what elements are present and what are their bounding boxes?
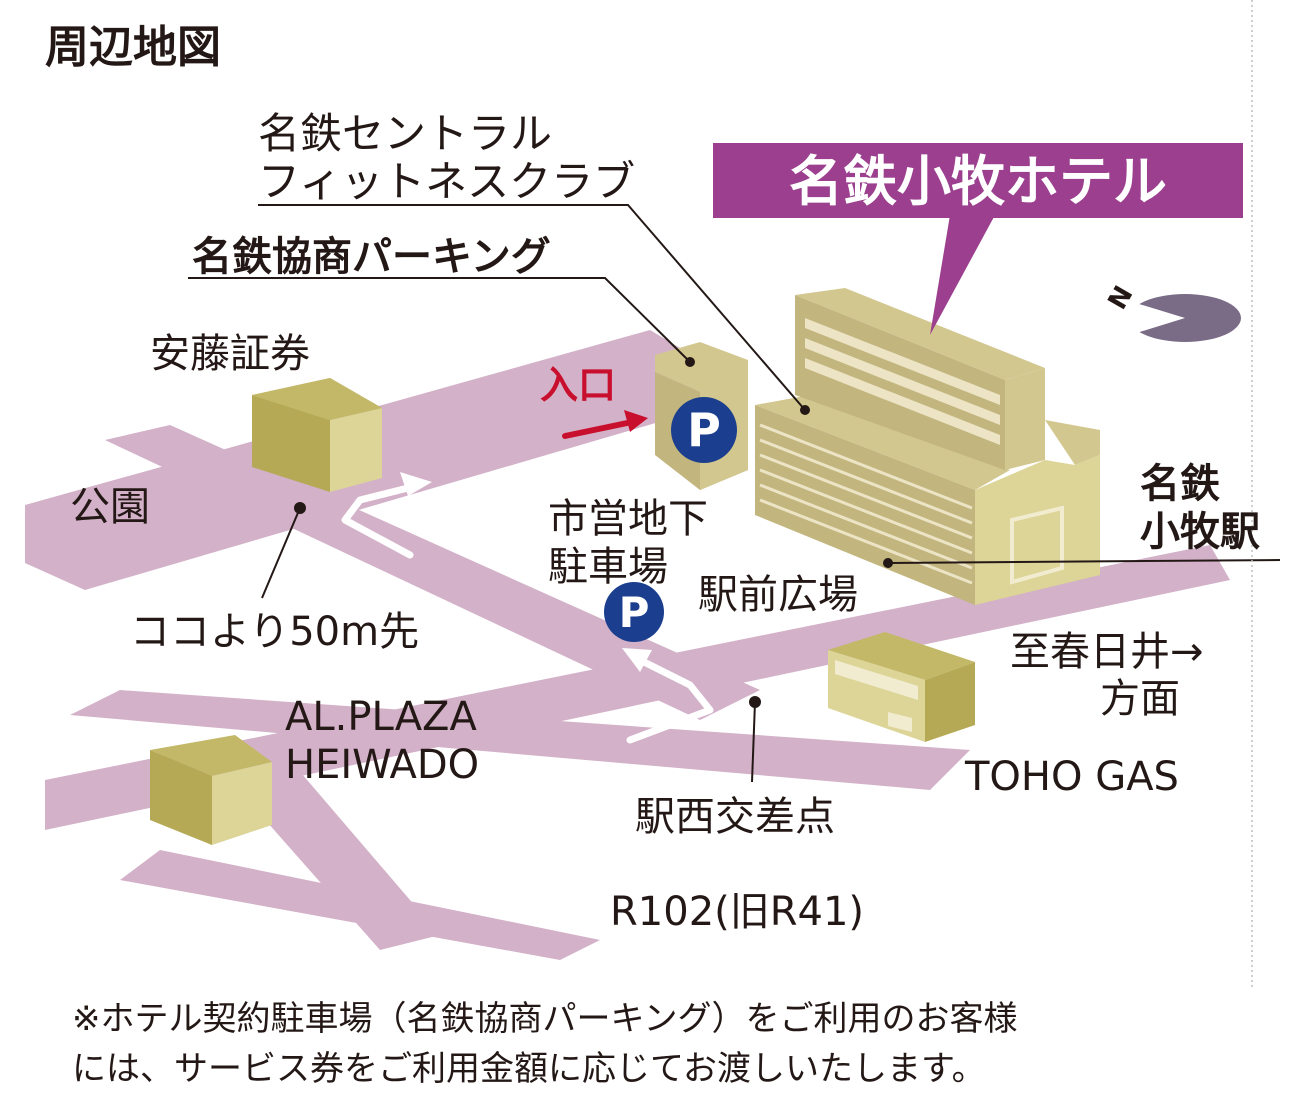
hotel-callout: 名鉄小牧ホテル [713,143,1243,335]
fitness-label-line1: 名鉄セントラル [258,109,552,158]
building-ando-securities [252,378,382,492]
fitness-block [755,405,975,605]
parking-icon-underground: P [604,582,664,642]
leader-dots [294,357,893,708]
kyosho-parking-label: 名鉄協商パーキング [192,234,551,280]
lane-arrowhead-lower [486,772,516,796]
toho-gas-label: TOHO GAS [964,754,1179,800]
station-plaza-label: 駅前広場 [698,572,858,618]
fitness-label-line2: フィットネスクラブ [258,157,635,206]
lane-arrow-lower [376,781,504,819]
lane-arrowheads [400,472,652,796]
entrance-label: 入口 [540,363,616,407]
route-label: R102(旧R41) [610,889,864,935]
entrance-arrow-icon [562,410,648,439]
footnote-line2: には、サービス券をご利用金額に応じてお渡しいたします。 [72,1049,986,1089]
building-toho-gas [828,632,975,742]
park-label: 公園 [70,484,150,530]
underground-parking-line1: 市営地下 [548,496,708,542]
road-main-diagonal [45,545,1230,830]
parking-symbol: P [687,403,721,457]
roads [25,330,1230,960]
leader-lines [188,204,1281,783]
building-alplaza [150,735,272,845]
kasugai-label-line1: 至春日井→ [1010,629,1204,675]
lane-arrow-middle [626,656,714,744]
station-wing [975,455,1100,605]
lane-arrowhead-middle [622,648,652,672]
alplaza-label-line1: AL.PLAZA [285,694,477,740]
securities-label: 安藤証券 [150,331,310,377]
leader-here [261,507,301,599]
lane-arrowhead-upper [400,472,432,496]
leader-station [887,559,1281,564]
footnote-line1: ※ホテル契約駐車場（名鉄協商パーキング）をご利用のお客様 [72,999,1017,1039]
compass-icon: N [1103,281,1241,342]
parking-structure-top [655,342,748,392]
alplaza-label-line2: HEIWADO [285,742,479,788]
ekinishi-label: 駅西交差点 [635,794,835,840]
station-label-line1: 名鉄 [1140,461,1220,507]
building-hotel-complex [655,288,1100,605]
page-title: 周辺地図 [45,22,221,73]
underground-parking-line2: 駐車場 [548,544,668,590]
here-note-label: ココより50m先 [130,609,419,655]
leader-kyosho [188,277,691,363]
leader-ekinishi [751,701,756,783]
road-left-vertical [105,425,760,720]
hotel-tower-top [795,288,1045,380]
road-bottom-vertical [230,760,440,950]
hotel-name: 名鉄小牧ホテル [789,150,1167,213]
lane-arrow-upper [341,481,424,559]
road-lower-upper [70,690,970,790]
kasugai-label-line2: 方面 [1100,676,1180,722]
leader-fitness [258,204,806,411]
station-label-line2: 小牧駅 [1140,509,1260,555]
parking-icon-kyosho: P [671,397,737,463]
lane-arrows [341,481,714,819]
parking-symbol: P [619,588,650,637]
